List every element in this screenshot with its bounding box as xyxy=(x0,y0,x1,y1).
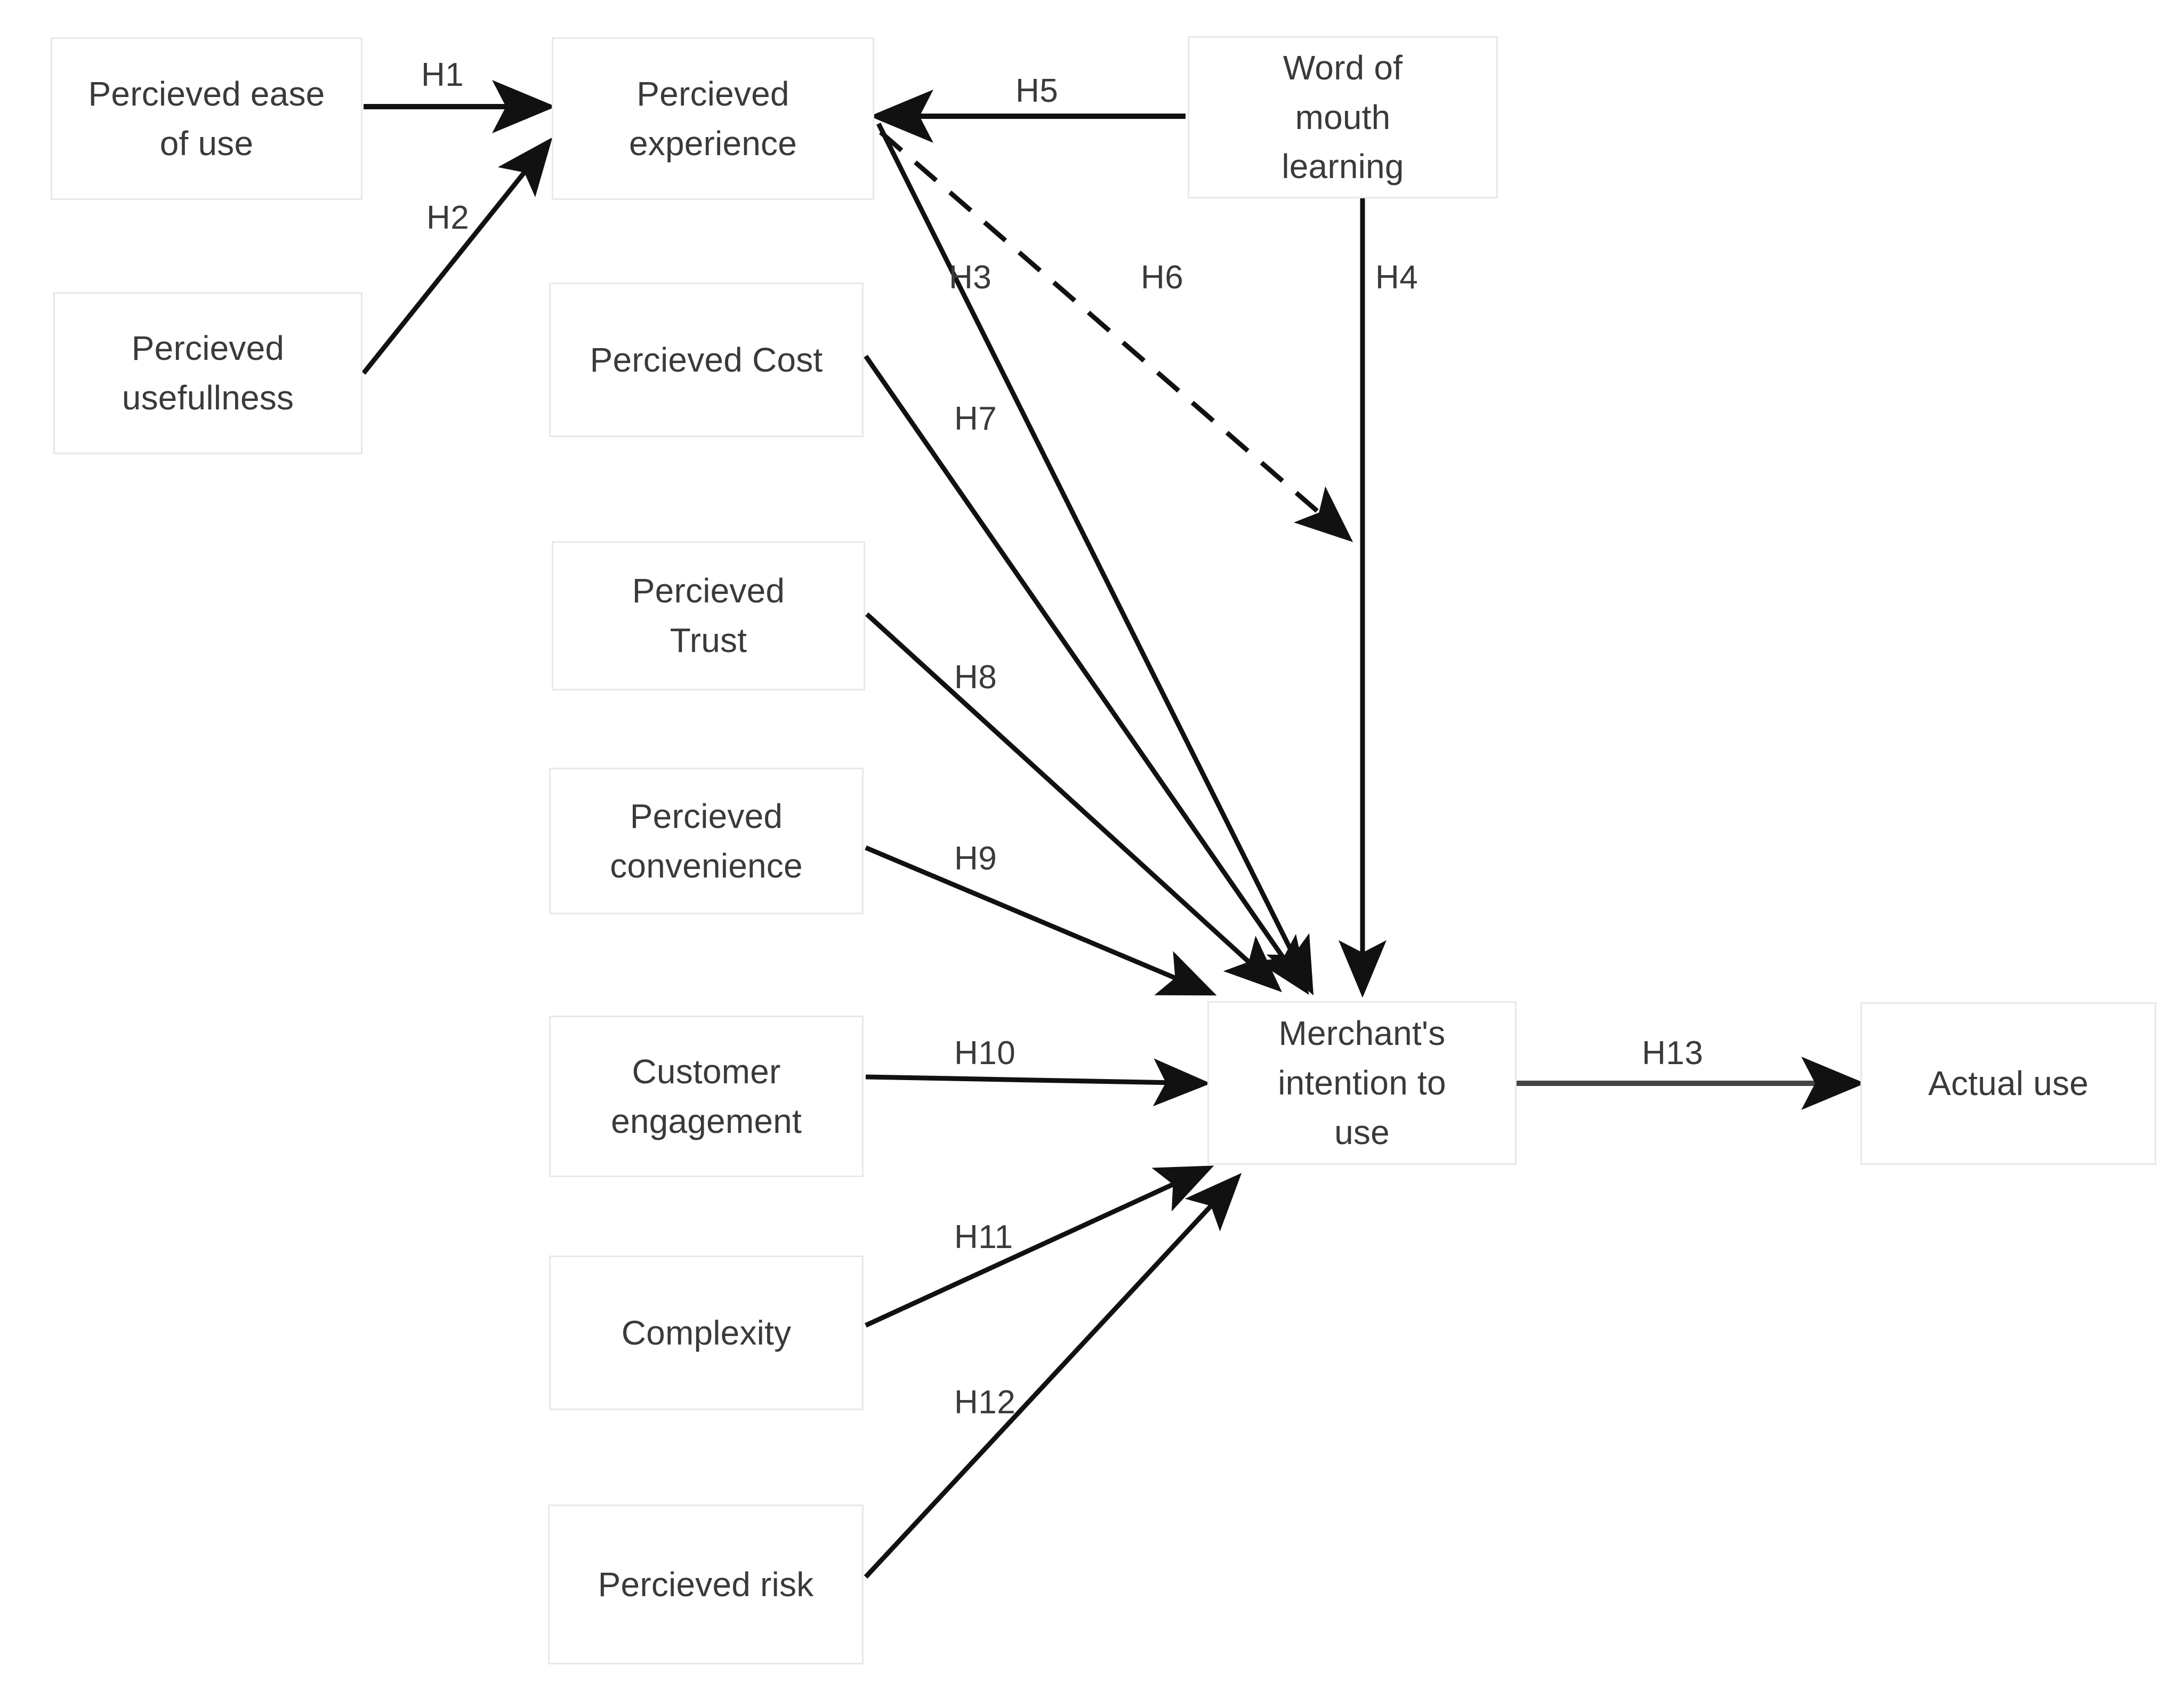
node-percieved-convenience[interactable]: Percieved convenience xyxy=(549,768,864,914)
node-label-line1: Percieved xyxy=(131,329,285,368)
edge-label-h11: H11 xyxy=(954,1219,1013,1256)
node-word-of-mouth-learning[interactable]: Word of mouth learning xyxy=(1188,36,1498,198)
edge-label-h9: H9 xyxy=(954,840,997,877)
node-actual-use[interactable]: Actual use xyxy=(1860,1002,2156,1165)
edge-label-h2: H2 xyxy=(426,199,470,236)
node-percieved-ease-of-use[interactable]: Percieved ease of use xyxy=(51,37,362,200)
node-percieved-experience[interactable]: Percieved experience xyxy=(552,37,874,200)
edge-label-h6: H6 xyxy=(1141,259,1184,296)
edge-h3 xyxy=(876,122,1314,996)
edge-label-h5: H5 xyxy=(1016,73,1059,109)
node-label-line1: Customer xyxy=(632,1052,781,1091)
node-percieved-usefullness[interactable]: Percieved usefullness xyxy=(53,292,362,454)
node-percieved-risk[interactable]: Percieved risk xyxy=(548,1504,864,1664)
edge-label-h8: H8 xyxy=(954,659,997,696)
node-label-line2: convenience xyxy=(610,846,803,885)
edge-h10 xyxy=(865,1058,1211,1107)
node-percieved-cost[interactable]: Percieved Cost xyxy=(549,283,864,437)
edge-h8 xyxy=(865,612,1282,993)
edge-label-h3: H3 xyxy=(949,259,992,296)
edge-h6 xyxy=(879,130,1353,542)
edge-h2 xyxy=(361,137,553,375)
node-label-line2: of use xyxy=(159,124,254,163)
node-customer-engagement[interactable]: Customer engagement xyxy=(549,1016,864,1177)
edge-h12 xyxy=(864,1173,1242,1579)
edge-label-h1: H1 xyxy=(421,57,464,93)
node-label-line1: Percieved xyxy=(636,74,789,113)
node-label-line2: intention to xyxy=(1278,1064,1446,1102)
edge-label-h7: H7 xyxy=(954,400,997,437)
edge-h7 xyxy=(864,355,1309,995)
node-percieved-trust[interactable]: Percieved Trust xyxy=(552,541,865,690)
edge-h9 xyxy=(865,845,1217,996)
node-merchants-intention-to-use[interactable]: Merchant's intention to use xyxy=(1207,1001,1517,1165)
node-label-line1: Percieved ease xyxy=(88,74,325,113)
node-label-line1: Percieved xyxy=(632,572,785,610)
node-label-line3: use xyxy=(1334,1113,1390,1152)
node-label-line2: experience xyxy=(628,124,797,163)
edge-label-h4: H4 xyxy=(1375,259,1419,296)
node-label-line1: Complexity xyxy=(621,1313,792,1352)
edge-label-h12: H12 xyxy=(954,1384,1016,1421)
node-label-line1: Actual use xyxy=(1928,1064,2089,1103)
edge-h11 xyxy=(865,1165,1214,1328)
node-label-line2: Trust xyxy=(670,621,747,659)
node-label-line1: Percieved risk xyxy=(598,1565,814,1604)
node-label-line1: Word of xyxy=(1283,48,1403,87)
node-label-line2: engagement xyxy=(611,1101,802,1140)
node-label-line1: Percieved xyxy=(630,796,783,835)
node-label-line1: Percieved Cost xyxy=(590,340,823,379)
node-label-line1: Merchant's xyxy=(1278,1014,1446,1053)
node-complexity[interactable]: Complexity xyxy=(549,1256,864,1410)
edge-label-h10: H10 xyxy=(954,1035,1016,1072)
node-label-line3: learning xyxy=(1282,147,1404,186)
node-label-line2: usefullness xyxy=(122,379,294,417)
node-label-line2: mouth xyxy=(1295,98,1391,136)
edge-label-h13: H13 xyxy=(1642,1035,1704,1072)
